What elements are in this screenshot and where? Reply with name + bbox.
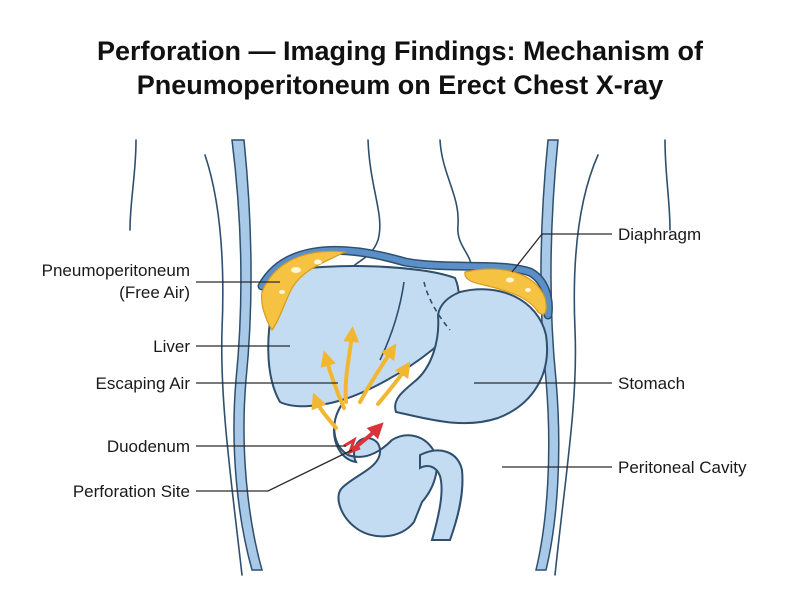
- vessels: [351, 139, 473, 269]
- diagram-title: Perforation — Imaging Findings: Mechanis…: [0, 34, 800, 102]
- escaping-air-arrow-2: [358, 343, 397, 404]
- escaping-air-arrow-4: [311, 392, 338, 430]
- escaping-air-arrow-5: [376, 361, 411, 406]
- leader-lines: [196, 233, 612, 492]
- duodenum: [332, 403, 438, 538]
- free-air-right: [464, 268, 547, 315]
- escaping-air-arrow-3: [320, 350, 346, 410]
- escaping-air-arrow-1: [343, 326, 360, 404]
- free-air-left: [261, 250, 348, 332]
- label-escaping-air: Escaping Air: [96, 374, 191, 393]
- leader-perforation-site: [196, 449, 353, 492]
- label-perforation-site: Perforation Site: [73, 482, 190, 501]
- title-line-1: Perforation — Imaging Findings: Mechanis…: [96, 36, 704, 66]
- duodenum-descending: [419, 449, 464, 541]
- label-pneumoperitoneum-line2: (Free Air): [119, 283, 190, 302]
- stomach: [394, 288, 549, 425]
- label-pneumoperitoneum-line1: Pneumoperitoneum: [42, 261, 190, 280]
- left-body-wall: [231, 139, 263, 571]
- perforation-site: [343, 422, 384, 455]
- label-duodenum: Duodenum: [107, 437, 190, 456]
- leader-diaphragm: [511, 233, 612, 273]
- hidden-contour: [423, 281, 451, 331]
- escaping-air-arrows: [311, 326, 411, 430]
- label-peritoneal-cavity: Peritoneal Cavity: [618, 458, 747, 477]
- title-line-2: Pneumoperitoneum on Erect Chest X-ray: [136, 70, 664, 100]
- label-diaphragm: Diaphragm: [618, 225, 701, 244]
- label-liver: Liver: [153, 337, 190, 356]
- label-stomach: Stomach: [618, 374, 685, 393]
